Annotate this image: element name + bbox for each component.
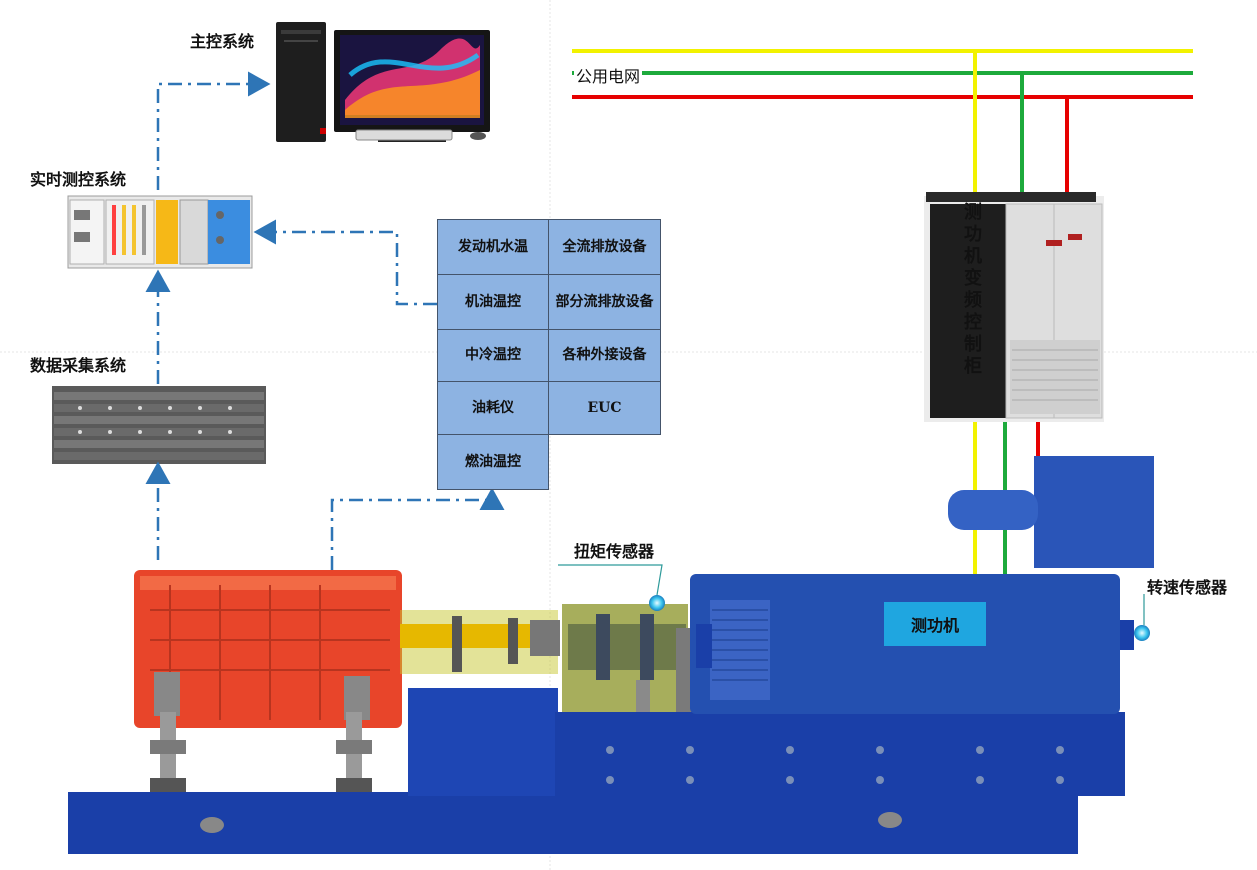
inverter-cabinet-char: 频 xyxy=(964,290,982,311)
equipment-table: 发动机水温 全流排放设备 机油温控 部分流排放设备 中冷温控 各种外接设备 油耗… xyxy=(437,219,661,490)
main-control-pc-icon xyxy=(276,22,490,142)
test-bench-base xyxy=(68,688,1125,854)
table-cell: 中冷温控 xyxy=(437,329,549,382)
dynamometer-icon xyxy=(690,456,1154,714)
dynamometer-label: 测功机 xyxy=(884,602,986,646)
drive-shaft-icon xyxy=(400,610,560,674)
table-cell: 油耗仪 xyxy=(437,381,549,435)
inverter-cabinet-label: 测 功 机 变 频 控 制 柜 xyxy=(962,202,984,378)
torque-sensor-label: 扭矩传感器 xyxy=(574,542,655,561)
realtime-controller-icon xyxy=(67,195,253,269)
inverter-cabinet-char: 柜 xyxy=(964,356,982,377)
torque-sensor-icon xyxy=(562,604,696,712)
inverter-cabinet-char: 制 xyxy=(964,334,982,355)
inverter-cabinet-char: 测 xyxy=(964,202,982,223)
engine-icon xyxy=(134,570,402,792)
data-acquisition-rack-icon xyxy=(52,386,266,464)
table-cell: 燃油温控 xyxy=(437,434,549,490)
table-cell: 发动机水温 xyxy=(437,219,549,275)
speed-sensor-label: 转速传感器 xyxy=(1147,578,1228,597)
table-cell: EUC xyxy=(548,381,661,435)
table-cell: 全流排放设备 xyxy=(548,219,661,275)
public-grid-label: 公用电网 xyxy=(574,63,643,87)
speed-sensor-indicator-icon xyxy=(1134,625,1150,641)
inverter-cabinet-icon xyxy=(924,192,1104,422)
table-cell: 部分流排放设备 xyxy=(548,274,661,330)
table-cell: 各种外接设备 xyxy=(548,329,661,382)
inverter-cabinet-char: 变 xyxy=(964,268,982,289)
table-cell: 机油温控 xyxy=(437,274,549,330)
torque-sensor-indicator-icon xyxy=(649,595,665,611)
signal-flow-lines xyxy=(145,71,505,570)
inverter-cabinet-char: 控 xyxy=(964,312,982,333)
main-control-label: 主控系统 xyxy=(190,32,255,51)
inverter-cabinet-char: 机 xyxy=(964,246,982,267)
inverter-cabinet-char: 功 xyxy=(964,224,982,245)
data-acquisition-label: 数据采集系统 xyxy=(30,356,127,375)
realtime-control-label: 实时测控系统 xyxy=(30,170,127,189)
